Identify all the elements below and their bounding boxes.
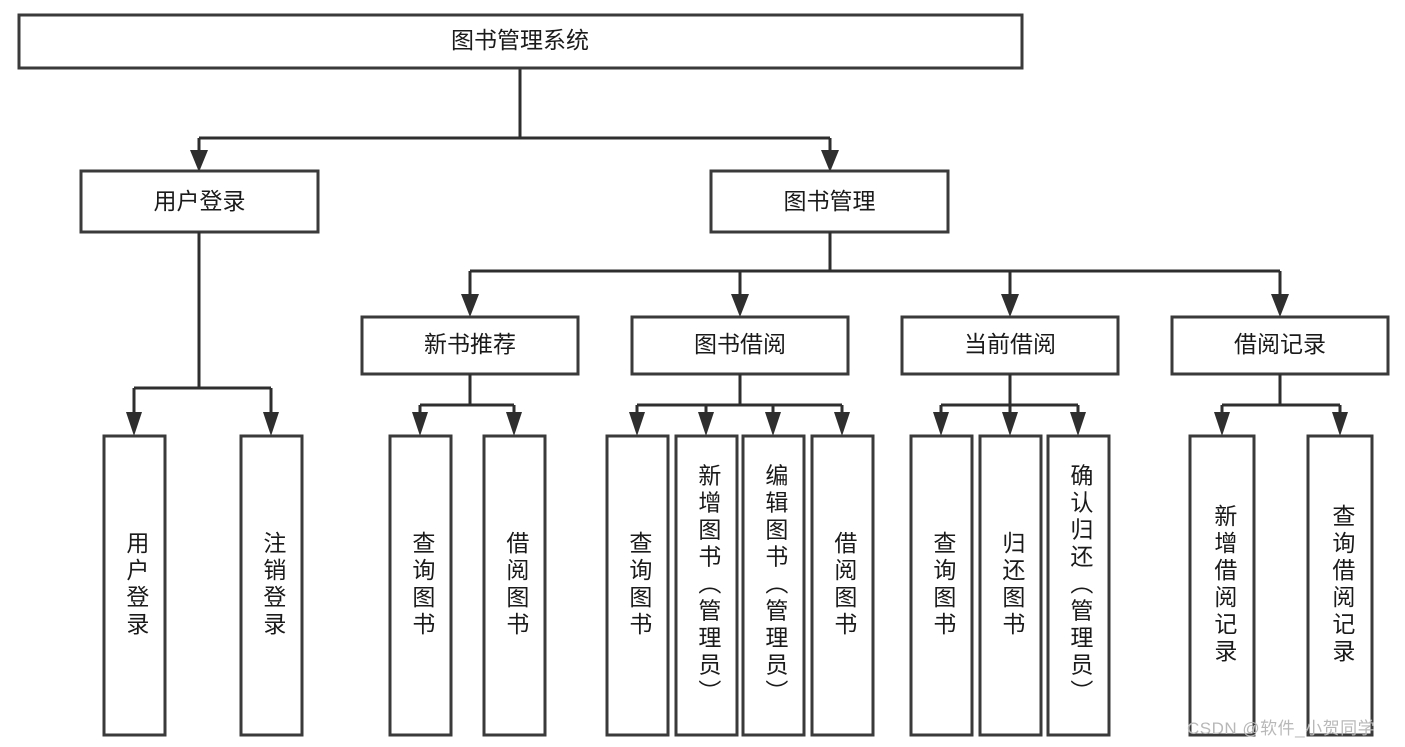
node-new-book-recommend[interactable]: 新书推荐: [360, 315, 580, 376]
leaf-return-book-label: 归还图书: [999, 531, 1026, 639]
leaf-user-login-box[interactable]: [102, 434, 167, 737]
leaf-logout-login[interactable]: 注销登录: [239, 434, 304, 737]
connector-bookmgmt-to-level3: [461, 232, 1289, 317]
node-book-borrow-label: 图书借阅: [694, 331, 786, 357]
arrow-head-leaf-query-book-3: [933, 412, 949, 436]
node-current-borrow-box[interactable]: [900, 315, 1120, 376]
leaf-add-book-label: 新增图书（管理员）: [695, 464, 722, 707]
arrow-head-leaf-add-record: [1214, 412, 1230, 436]
arrow-head-leaf-query-book-2: [629, 412, 645, 436]
node-book-management[interactable]: 图书管理: [709, 169, 950, 234]
leaf-borrow-book-2[interactable]: 借阅图书: [810, 434, 875, 737]
leaf-query-book-2[interactable]: 查询图书: [605, 434, 670, 737]
leaf-confirm-return-label: 确认归还（管理员）: [1067, 464, 1094, 707]
leaf-borrow-book-1[interactable]: 借阅图书: [482, 434, 547, 737]
node-new-book-recommend-label: 新书推荐: [424, 331, 516, 357]
node-user-login-box[interactable]: [79, 169, 320, 234]
leaf-query-book-2-label: 查询图书: [626, 531, 653, 639]
leaf-edit-book-box[interactable]: [741, 434, 806, 737]
node-borrow-record-box[interactable]: [1170, 315, 1390, 376]
node-borrow-record[interactable]: 借阅记录: [1170, 315, 1390, 376]
leaf-confirm-return-box[interactable]: [1046, 434, 1111, 737]
leaf-query-record[interactable]: 查询借阅记录: [1306, 434, 1374, 737]
leaf-logout-login-label: 注销登录: [260, 531, 287, 639]
arrow-head-new-book-recommend: [461, 294, 479, 317]
leaf-add-book-box[interactable]: [674, 434, 739, 737]
arrow-head-leaf-confirm-return: [1070, 412, 1086, 436]
node-user-login[interactable]: 用户登录: [79, 169, 320, 234]
arrow-head-leaf-add-book: [698, 412, 714, 436]
arrow-head-leaf-query-record: [1332, 412, 1348, 436]
connector-userlogin-to-leaves: [126, 232, 279, 436]
node-current-borrow[interactable]: 当前借阅: [900, 315, 1120, 376]
connector-borrowrecord-to-leaves: [1214, 374, 1348, 436]
leaf-add-record-box[interactable]: [1188, 434, 1256, 737]
connector-currentborrow-to-leaves: [933, 374, 1086, 436]
leaf-query-book-3-box[interactable]: [909, 434, 974, 737]
leaf-borrow-book-1-box[interactable]: [482, 434, 547, 737]
leaf-query-book-1[interactable]: 查询图书: [388, 434, 453, 737]
node-root-label: 图书管理系统: [451, 27, 589, 53]
node-book-management-label: 图书管理: [784, 188, 876, 214]
leaf-query-book-3[interactable]: 查询图书: [909, 434, 974, 737]
leaf-add-record[interactable]: 新增借阅记录: [1188, 434, 1256, 737]
leaf-user-login[interactable]: 用户登录: [102, 434, 167, 737]
arrow-head-current-borrow: [1001, 294, 1019, 317]
node-borrow-record-label: 借阅记录: [1234, 331, 1326, 357]
arrow-head-leaf-return-book: [1002, 412, 1018, 436]
leaf-add-book[interactable]: 新增图书（管理员）: [674, 434, 739, 737]
arrow-head-leaf-logout-login: [263, 412, 279, 436]
node-current-borrow-label: 当前借阅: [964, 331, 1056, 357]
connector-root-to-level2: [190, 68, 839, 172]
leaf-logout-login-box[interactable]: [239, 434, 304, 737]
leaf-confirm-return[interactable]: 确认归还（管理员）: [1046, 434, 1111, 737]
leaf-query-book-2-box[interactable]: [605, 434, 670, 737]
leaf-user-login-label: 用户登录: [123, 531, 150, 639]
node-user-login-label: 用户登录: [154, 188, 246, 214]
arrow-head-borrow-record: [1271, 294, 1289, 317]
leaf-edit-book-label: 编辑图书（管理员）: [762, 464, 789, 707]
arrow-head-leaf-borrow-book-1: [506, 412, 522, 436]
leaf-borrow-book-2-box[interactable]: [810, 434, 875, 737]
leaf-edit-book[interactable]: 编辑图书（管理员）: [741, 434, 806, 737]
leaf-query-book-1-box[interactable]: [388, 434, 453, 737]
arrow-head-leaf-query-book-1: [412, 412, 428, 436]
leaf-query-book-3-label: 查询图书: [930, 531, 957, 639]
node-book-borrow-box[interactable]: [630, 315, 850, 376]
leaf-return-book[interactable]: 归还图书: [978, 434, 1043, 737]
leaf-query-record-box[interactable]: [1306, 434, 1374, 737]
arrow-head-book-management: [821, 150, 839, 172]
leaf-query-book-1-label: 查询图书: [409, 531, 436, 639]
connector-bookborrow-to-leaves: [629, 374, 850, 436]
node-root[interactable]: 图书管理系统: [17, 13, 1024, 70]
node-root-box[interactable]: [17, 13, 1024, 70]
leaf-borrow-book-1-label: 借阅图书: [503, 531, 530, 639]
leaf-query-record-label: 查询借阅记录: [1329, 504, 1356, 666]
arrow-head-user-login: [190, 150, 208, 172]
arrow-head-leaf-borrow-book-2: [834, 412, 850, 436]
leaf-add-record-label: 新增借阅记录: [1211, 504, 1238, 666]
leaf-borrow-book-2-label: 借阅图书: [831, 531, 858, 639]
leaf-return-book-box[interactable]: [978, 434, 1043, 737]
arrow-head-leaf-edit-book: [765, 412, 781, 436]
arrow-head-book-borrow: [731, 294, 749, 317]
arrow-head-leaf-user-login: [126, 412, 142, 436]
connector-newbook-to-leaves: [412, 374, 522, 436]
node-book-borrow[interactable]: 图书借阅: [630, 315, 850, 376]
